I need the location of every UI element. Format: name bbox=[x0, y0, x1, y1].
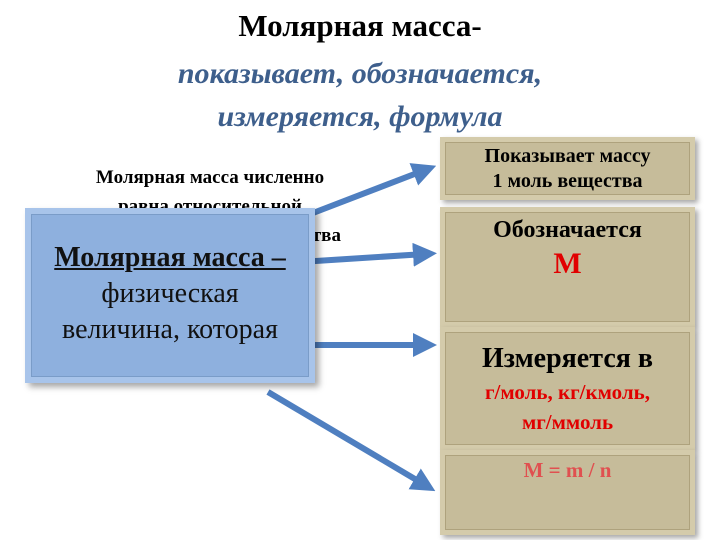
definition-box: Молярная масса – физическая величина, ко… bbox=[25, 208, 315, 383]
card-text: Показывает массу bbox=[484, 145, 651, 167]
slide-subtitle: показывает, обозначается, измеряется, фо… bbox=[0, 52, 720, 138]
definition-line: величина, которая bbox=[62, 314, 278, 345]
card-heading: Обозначается bbox=[493, 217, 642, 243]
units-text: г/моль, кг/кмоль, bbox=[485, 380, 650, 404]
arrow-to-denoted bbox=[299, 242, 437, 267]
card-text: 1 моль вещества bbox=[492, 170, 643, 192]
slide-title: Молярная масса- bbox=[238, 8, 482, 43]
text-line: Молярная масса численно bbox=[95, 167, 325, 188]
card-heading: Измеряется в bbox=[481, 343, 654, 374]
definition-term: Молярная масса – bbox=[54, 242, 286, 273]
definition-line: физическая bbox=[101, 278, 239, 309]
subtitle-line: измеряется, формула bbox=[217, 100, 503, 133]
formula-text: M = m / n bbox=[523, 458, 612, 482]
card-formula: M = m / n bbox=[440, 450, 695, 535]
subtitle-line: показывает, обозначается, bbox=[177, 57, 543, 90]
card-shows: Показывает массу 1 моль вещества bbox=[440, 137, 695, 200]
units-text: мг/ммоль bbox=[521, 410, 614, 434]
arrow-to-shows bbox=[298, 163, 437, 221]
card-denoted: Обозначается M bbox=[440, 207, 695, 327]
symbol-value: M bbox=[553, 247, 582, 280]
arrow-to-formula bbox=[266, 389, 436, 492]
card-measured: Измеряется в г/моль, кг/кмоль, мг/ммоль bbox=[440, 327, 695, 450]
